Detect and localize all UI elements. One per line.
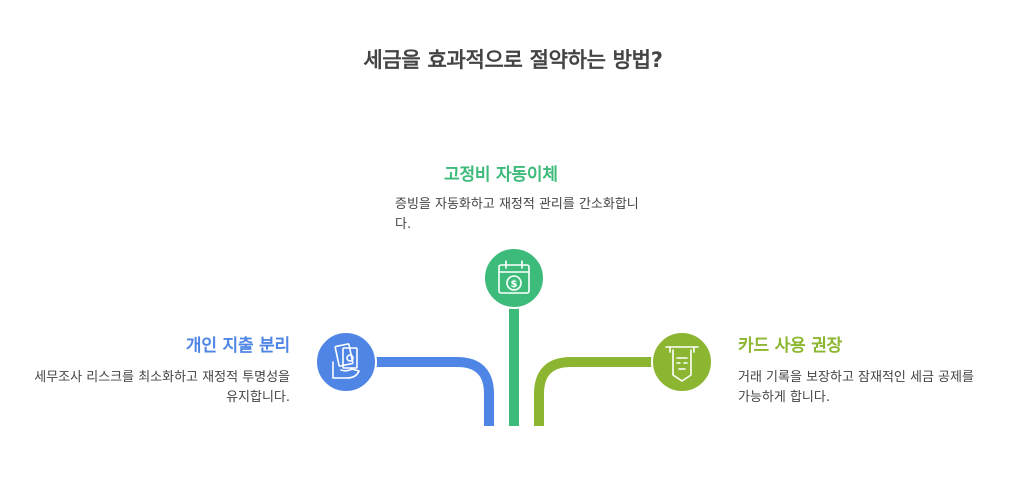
connector-right: [534, 357, 655, 426]
receipt-print-icon: [665, 346, 699, 382]
calendar-dollar-icon: $: [498, 260, 530, 294]
branch-left-heading: 개인 지출 분리: [185, 336, 290, 356]
node-center: $: [483, 247, 545, 309]
page-title: 세금을 효과적으로 절약하는 방법?: [363, 48, 663, 72]
branch-center-description: 증빙을 자동화하고 재정적 관리를 간소화합니다.: [395, 197, 639, 232]
branch-right-heading: 카드 사용 권장: [738, 336, 843, 356]
branch-left-description: 세무조사 리스크를 최소화하고 재정적 투명성을 유지합니다.: [34, 370, 290, 405]
node-left: [315, 331, 377, 393]
connector-left: [375, 357, 494, 426]
svg-text:$: $: [511, 279, 518, 290]
branch-right-description: 거래 기록을 보장하고 잠재적인 세금 공제를 가능하게 합니다.: [738, 370, 974, 405]
cash-hand-icon: [332, 343, 360, 379]
node-right: [651, 331, 713, 393]
branch-center-heading: 고정비 자동이체: [444, 165, 558, 185]
